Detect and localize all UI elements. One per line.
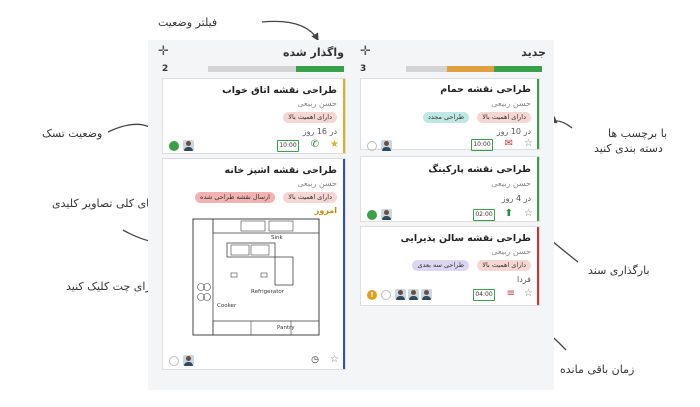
column-assigned-progress[interactable] — [208, 66, 344, 72]
column-new-progress[interactable] — [406, 66, 542, 72]
card-title: طراحی نقشه اشپز خانه — [224, 165, 337, 176]
card-timer: 04:00 — [473, 289, 495, 301]
card-status-stripe — [343, 79, 345, 153]
floor-plan-drawing — [192, 218, 320, 336]
card-timer: 10:00 — [277, 140, 299, 152]
upload-icon[interactable]: ⬆ — [504, 208, 513, 219]
status-circle[interactable] — [169, 141, 179, 151]
tag-high-priority[interactable]: دارای اهمیت بالا — [477, 112, 531, 123]
progress-segment — [406, 66, 447, 72]
progress-segment — [446, 66, 495, 72]
card-due: امروز — [314, 206, 337, 215]
card-title: طراحی نقشه پارکینگ — [428, 164, 531, 175]
alert-icon[interactable]: ! — [367, 290, 377, 300]
column-assigned-title: واگذار شده — [283, 46, 344, 59]
annot-upload: بارگذاری سند — [588, 264, 650, 277]
tag-high-priority[interactable]: دارای اهمیت بالا — [283, 192, 337, 203]
card-status-stripe — [343, 159, 345, 369]
card-timer: 02:00 — [473, 209, 495, 221]
star-icon[interactable]: ☆ — [330, 354, 339, 365]
clock-icon[interactable]: ◷ — [311, 355, 319, 365]
annot-status-filter: فیلتر وضعیت — [158, 16, 218, 29]
column-assigned-count: 2 — [162, 64, 169, 74]
card-title: طراحی نقشه حمام — [440, 84, 531, 95]
star-icon[interactable]: ☆ — [524, 138, 533, 149]
task-card-reception[interactable]: طراحی نقشه سالن پذیرایی حسن ربیعی دارای … — [360, 226, 540, 306]
flag-icon[interactable]: ≡ — [506, 288, 515, 299]
card-title: طراحی نقشه اتاق خواب — [222, 85, 337, 96]
column-new-header: جدید ✛ — [356, 44, 550, 62]
annot-chat: برای چت کلیک کنید — [66, 280, 155, 293]
avatar[interactable] — [421, 289, 432, 300]
tag-send-design[interactable]: ارسال نقشه طراحی شده — [195, 192, 275, 203]
card-assignee: حسن ربیعی — [491, 247, 531, 256]
card-due: فردا — [516, 275, 531, 284]
arrow-status-filter — [261, 20, 319, 42]
star-icon[interactable]: ☆ — [524, 288, 533, 299]
card-assignee: حسن ربیعی — [491, 99, 531, 108]
progress-segment — [494, 66, 542, 72]
annot-task-status: وضعیت تسک — [42, 127, 103, 140]
avatar[interactable] — [183, 355, 194, 366]
tag-high-priority[interactable]: دارای اهمیت بالا — [477, 260, 531, 271]
avatar[interactable] — [408, 289, 419, 300]
task-card-bathroom[interactable]: طراحی نقشه حمام حسن ربیعی دارای اهمیت با… — [360, 78, 540, 151]
kanban-board: جدید ✛ 3 طراحی نقشه حمام حسن ربیعی دارای… — [148, 40, 554, 390]
card-due: در 16 روز — [302, 127, 337, 136]
annot-key-images: نمای کلی تصاویر کلیدی — [52, 197, 159, 210]
card-assignee: حسن ربیعی — [297, 99, 337, 108]
task-card-parking[interactable]: طراحی نقشه پارکینگ حسن ربیعی در 4 روز ☆ … — [360, 156, 540, 222]
plan-label-sink: Sink — [271, 235, 283, 241]
avatar[interactable] — [381, 209, 392, 220]
star-icon[interactable]: ★ — [330, 139, 339, 150]
phone-icon[interactable]: ✆ — [310, 139, 319, 150]
avatar[interactable] — [381, 140, 392, 151]
card-assignee: حسن ربیعی — [491, 179, 531, 188]
card-assignee: حسن ربیعی — [297, 179, 337, 188]
avatar[interactable] — [183, 140, 194, 151]
column-assigned-header: واگذار شده ✛ — [154, 44, 348, 62]
plan-label-cooker: Cooker — [217, 303, 237, 309]
annot-time-left: زمان باقی مانده — [560, 363, 635, 376]
key-image-floor-plan[interactable]: Sink Refrigerator Cooker Pantry — [191, 217, 321, 337]
card-due: در 4 روز — [501, 194, 531, 203]
plus-icon[interactable]: ✛ — [360, 44, 371, 59]
plus-icon[interactable]: ✛ — [158, 44, 169, 59]
annot-labels-2: دسته بندی کنید — [594, 142, 663, 155]
card-due: در 10 روز — [496, 127, 531, 136]
column-new-count: 3 — [360, 64, 367, 74]
tag-high-priority[interactable]: دارای اهمیت بالا — [283, 112, 337, 123]
task-card-kitchen[interactable]: طراحی نقشه اشپز خانه حسن ربیعی دارای اهم… — [162, 158, 346, 370]
status-circle[interactable] — [381, 290, 391, 300]
mail-icon[interactable]: ✉ — [504, 138, 513, 149]
progress-segment — [208, 66, 297, 72]
progress-segment — [296, 66, 344, 72]
star-icon[interactable]: ☆ — [524, 208, 533, 219]
card-status-stripe — [537, 227, 539, 305]
card-timer: 10:00 — [471, 139, 493, 151]
column-new-title: جدید — [521, 46, 546, 59]
card-status-stripe — [537, 157, 539, 221]
tag-redesign[interactable]: طراحی مجدد — [422, 112, 469, 123]
plan-label-pantry: Pantry — [277, 325, 295, 331]
status-circle[interactable] — [169, 356, 179, 366]
annot-labels-1: با برچسب ها — [608, 127, 668, 140]
avatar[interactable] — [395, 289, 406, 300]
task-card-bedroom[interactable]: طراحی نقشه اتاق خواب حسن ربیعی دارای اهم… — [162, 78, 346, 154]
card-status-stripe — [537, 79, 539, 149]
tag-3d-design[interactable]: طراحی سه بعدی — [412, 260, 469, 271]
status-circle[interactable] — [367, 210, 377, 220]
card-title: طراحی نقشه سالن پذیرایی — [400, 233, 531, 244]
plan-label-refrigerator: Refrigerator — [251, 289, 284, 295]
status-circle[interactable] — [367, 141, 377, 151]
